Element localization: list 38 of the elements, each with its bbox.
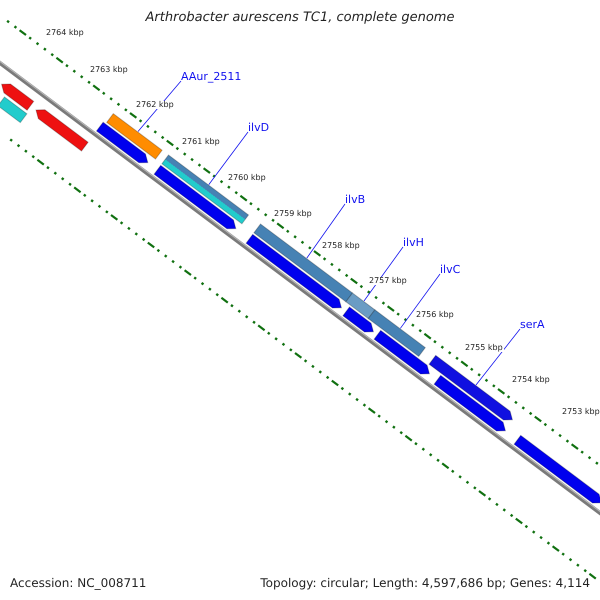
gene-label: ilvB — [345, 194, 366, 205]
gene-label: ilvD — [248, 122, 270, 133]
position-label: 2753 kbp — [561, 408, 600, 416]
gene-feature — [513, 434, 600, 504]
genome-info-text: Topology: circular; Length: 4,597,686 bp; Genes: 4,114 — [260, 577, 590, 589]
gene-label: AAur_2511 — [181, 71, 242, 82]
position-label: 2761 kbp — [181, 138, 221, 146]
gene-bar — [161, 154, 250, 224]
gene-feature — [342, 306, 374, 332]
position-label: 2757 kbp — [368, 277, 408, 285]
gene-label: serA — [520, 319, 545, 330]
gene-bar — [345, 292, 376, 320]
gene-bar — [0, 96, 28, 124]
gene-feature — [35, 109, 89, 152]
gene-feature — [433, 374, 506, 432]
position-label: 2756 kbp — [415, 311, 455, 319]
gene-feature — [245, 234, 342, 308]
gene-bar — [106, 112, 163, 160]
gene-feature — [96, 122, 148, 164]
position-label: 2762 kbp — [135, 101, 175, 109]
gene-label: ilvC — [440, 264, 460, 275]
position-label: 2763 kbp — [89, 66, 129, 74]
position-label: 2754 kbp — [511, 376, 551, 384]
accession-text: Accession: NC_008711 — [10, 577, 146, 589]
leader-line — [306, 204, 346, 258]
chart-title: Arthrobacter aurescens TC1, complete genome — [144, 11, 456, 24]
position-label: 2764 kbp — [45, 29, 85, 37]
gene-label: ilvH — [403, 237, 424, 248]
position-label: 2758 kbp — [321, 242, 361, 250]
leader-line — [400, 274, 440, 329]
position-label: 2755 kbp — [464, 344, 504, 352]
position-label: 2760 kbp — [227, 174, 267, 182]
leader-line — [476, 328, 520, 386]
gene-feature — [0, 84, 34, 111]
position-label: 2759 kbp — [273, 210, 313, 218]
leader-line — [208, 132, 248, 185]
gene-feature — [373, 330, 430, 374]
gene-feature — [428, 354, 514, 420]
